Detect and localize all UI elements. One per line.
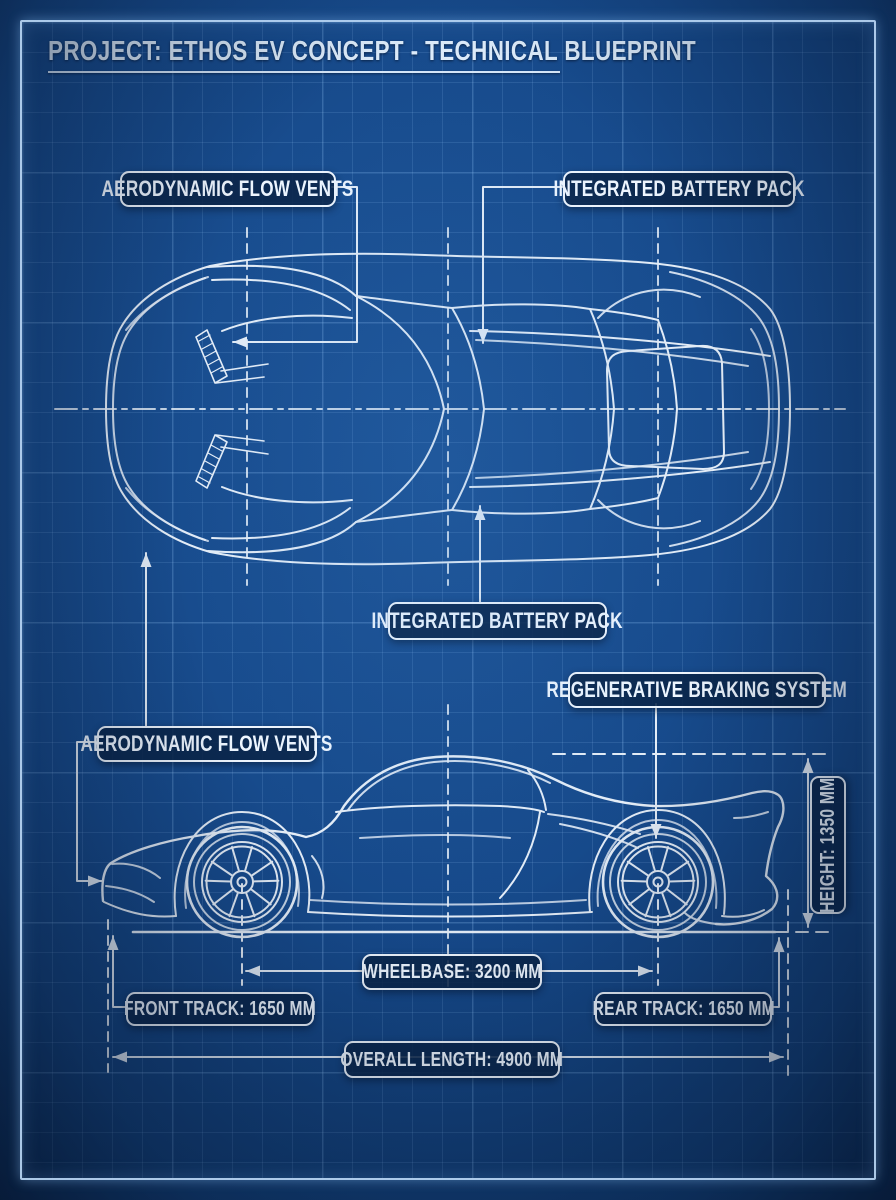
callout-integrated-battery-pack-top: INTEGRATED BATTERY PACK xyxy=(553,171,804,207)
dimension-height-wrap: HEIGHT: 1350 MM xyxy=(810,776,846,914)
dimension-front-track: FRONT TRACK: 1650 MM xyxy=(124,992,316,1026)
callout-lines xyxy=(76,186,662,887)
top-view-axis-lines xyxy=(54,227,846,586)
dimension-overall-length: OVERALL LENGTH: 4900 MM xyxy=(341,1041,563,1078)
callout-regenerative-braking-system: REGENERATIVE BRAKING SYSTEM xyxy=(547,672,847,708)
dimension-rear-track: REAR TRACK: 1650 MM xyxy=(592,992,774,1026)
dimension-height: HEIGHT: 1350 MM xyxy=(810,776,846,914)
callout-aerodynamic-flow-vents-side: AERODYNAMIC FLOW VENTS xyxy=(81,726,333,762)
dimension-wheelbase: WHEELBASE: 3200 MM xyxy=(362,954,542,990)
callout-integrated-battery-pack-bottom: INTEGRATED BATTERY PACK xyxy=(372,602,623,640)
callout-aerodynamic-flow-vents-top: AERODYNAMIC FLOW VENTS xyxy=(102,171,354,207)
title-underline xyxy=(48,71,560,73)
page-title: PROJECT: ETHOS EV CONCEPT - TECHNICAL BL… xyxy=(48,35,697,66)
